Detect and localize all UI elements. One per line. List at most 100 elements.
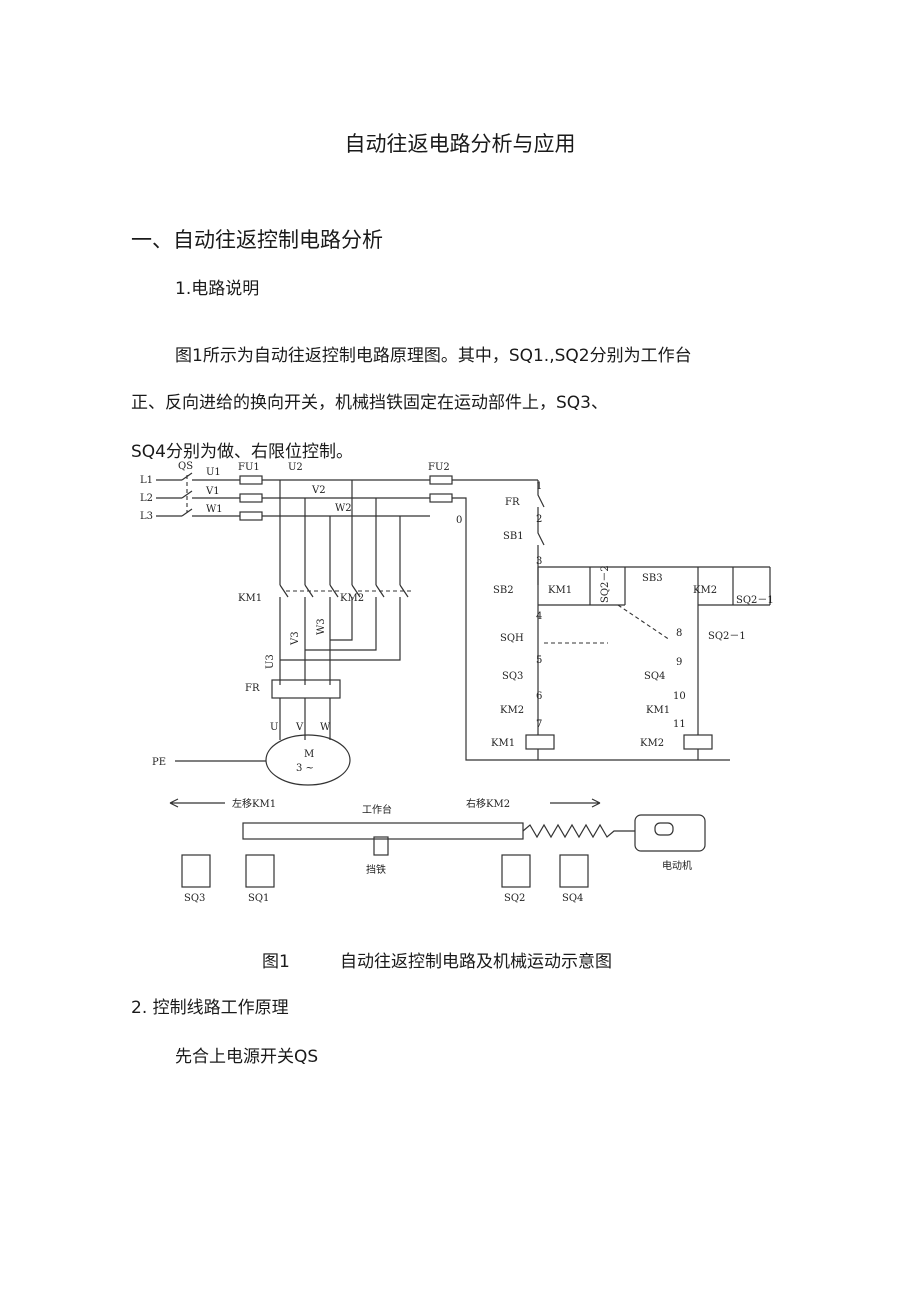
label-stop-iron: 挡铁 xyxy=(366,863,386,876)
bus-lines xyxy=(262,479,430,517)
main-circuit-wiring xyxy=(279,597,401,685)
label-KM1-hold: KM1 xyxy=(548,585,572,596)
label-SQ4-ctrl: SQ4 xyxy=(644,671,665,682)
label-node-7: 7 xyxy=(536,719,542,730)
label-U3: U3 xyxy=(265,654,276,669)
label-W: W xyxy=(320,722,331,733)
label-SQ3: SQ3 xyxy=(184,893,205,904)
label-SQ2: SQ2 xyxy=(504,893,525,904)
label-SQ4: SQ4 xyxy=(562,893,583,904)
switch-SQ1 xyxy=(245,854,275,888)
label-right-move: 右移KM2 xyxy=(466,797,510,810)
paragraph-line-3: SQ4分别为做、右限位控制。 xyxy=(131,442,353,462)
label-M: M xyxy=(304,749,314,760)
label-FU2: FU2 xyxy=(428,462,450,473)
motor-symbol xyxy=(265,734,351,786)
stop-iron xyxy=(373,836,389,856)
label-node-8: 8 xyxy=(676,628,682,639)
label-PE: PE xyxy=(152,757,166,768)
qs-switch-blades xyxy=(181,472,193,517)
left-branch-junction xyxy=(537,604,625,660)
label-node-5: 5 xyxy=(536,655,542,666)
label-V3: V3 xyxy=(290,631,301,646)
switch-SQ3 xyxy=(181,854,211,888)
label-FR-ctrl: FR xyxy=(505,497,520,508)
coil-KM1 xyxy=(525,734,555,750)
paragraph-power-switch: 先合上电源开关QS xyxy=(175,1047,319,1067)
label-SB3: SB3 xyxy=(642,573,663,584)
label-W3: W3 xyxy=(316,618,327,635)
label-node-9: 9 xyxy=(676,657,682,668)
label-L3: L3 xyxy=(140,511,153,522)
fuse-FU2-a xyxy=(429,475,453,485)
label-left-move: 左移KM1 xyxy=(232,797,276,810)
drive-motor xyxy=(634,814,706,852)
thermal-relay-FR xyxy=(271,679,341,699)
right-arrow xyxy=(550,798,601,808)
label-KM2-coil: KM2 xyxy=(640,738,664,749)
label-table: 工作台 xyxy=(362,803,392,816)
label-V1: V1 xyxy=(205,486,220,497)
label-U: U xyxy=(270,722,278,733)
subsection-heading-circuit-description: 1.电路说明 xyxy=(175,279,260,299)
control-supply-lines xyxy=(452,479,538,761)
coil-KM2 xyxy=(683,734,713,750)
fr-contact xyxy=(537,480,545,530)
label-node-0: 0 xyxy=(456,515,462,526)
label-node-6: 6 xyxy=(536,691,542,702)
coil-return-line xyxy=(537,749,730,761)
label-KM1-coil: KM1 xyxy=(491,738,515,749)
km1-feed-lines xyxy=(279,480,331,585)
subsection-heading-working-principle: 2. 控制线路工作原理 xyxy=(131,998,289,1018)
drive-motor-shaft xyxy=(654,822,674,836)
label-SQ2-1-top: SQ2－1 xyxy=(736,595,774,606)
sq2-link xyxy=(617,604,671,641)
label-SQ1: SQ1 xyxy=(248,893,269,904)
paragraph-line-2: 正、反向进给的换向开关，机械挡铁固定在运动部件上，SQ3、 xyxy=(131,393,608,413)
lead-screw xyxy=(522,823,635,839)
label-SQH: SQH xyxy=(500,633,524,644)
power-input-lines xyxy=(156,479,240,517)
label-FR-main: FR xyxy=(245,683,260,694)
label-L1: L1 xyxy=(140,475,153,486)
figure-caption-text: 自动往返控制电路及机械运动示意图 xyxy=(340,952,612,972)
section-heading-1: 一、自动往返控制电路分析 xyxy=(131,228,383,252)
label-node-2: 2 xyxy=(536,514,542,525)
label-KM2-hold: KM2 xyxy=(693,585,717,596)
label-node-4: 4 xyxy=(536,611,542,622)
label-SB2: SB2 xyxy=(493,585,514,596)
label-SB1: SB1 xyxy=(503,531,524,542)
switch-SQ4 xyxy=(559,854,589,888)
node-3-bus xyxy=(537,566,771,605)
label-SQ2-1: SQ2－1 xyxy=(708,631,746,642)
circuit-diagram-figure: L1 L2 L3 QS U1 V1 W1 FU1 U2 V2 W2 FU2 0 … xyxy=(140,461,774,904)
label-SQ2-2: SQ2－2 xyxy=(600,565,611,603)
label-node-1: 1 xyxy=(536,481,542,492)
label-W1: W1 xyxy=(206,504,223,515)
left-arrow xyxy=(169,798,225,808)
document-title: 自动往返电路分析与应用 xyxy=(344,132,576,156)
label-node-11: 11 xyxy=(673,719,686,730)
fuse-FU1-a xyxy=(239,475,263,485)
label-QS: QS xyxy=(178,461,193,472)
label-V: V xyxy=(295,722,304,733)
label-node-10: 10 xyxy=(673,691,686,702)
label-W2: W2 xyxy=(335,503,352,514)
label-U1: U1 xyxy=(206,467,221,478)
label-SQ3-ctrl: SQ3 xyxy=(502,671,523,682)
label-V2: V2 xyxy=(311,485,326,496)
label-FU1: FU1 xyxy=(238,462,260,473)
label-node-3: 3 xyxy=(536,556,542,567)
label-L2: L2 xyxy=(140,493,153,504)
motor-leads xyxy=(279,698,331,740)
paragraph-line-1: 图1所示为自动往返控制电路原理图。其中，SQ1.,SQ2分别为工作台 xyxy=(175,346,692,366)
right-branch-wire xyxy=(697,604,770,735)
fuse-FU1-c xyxy=(239,511,263,521)
label-KM1-interlock: KM1 xyxy=(646,705,670,716)
label-M-3phase: 3 ~ xyxy=(296,763,314,774)
label-motor: 电动机 xyxy=(662,859,692,872)
label-U2: U2 xyxy=(288,462,303,473)
label-KM1-main: KM1 xyxy=(238,593,262,604)
fuse-FU2-b xyxy=(429,493,453,503)
km2-feed-lines xyxy=(351,480,401,585)
